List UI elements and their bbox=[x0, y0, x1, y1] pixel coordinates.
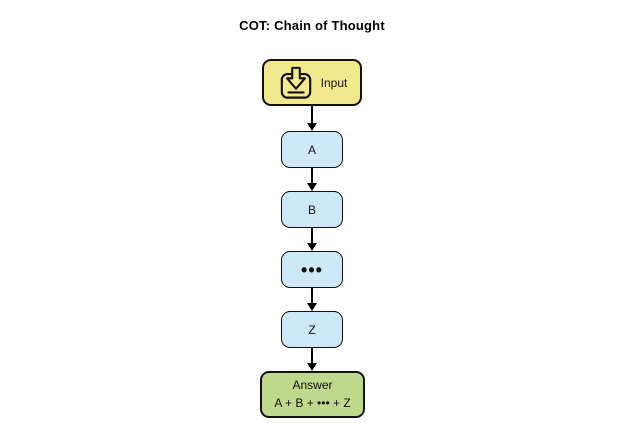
step-label-a: A bbox=[307, 142, 316, 157]
arrow-shaft bbox=[311, 228, 313, 245]
arrow-shaft bbox=[311, 348, 313, 365]
ellipsis-label: ••• bbox=[301, 259, 323, 280]
step-label-z: Z bbox=[308, 322, 316, 337]
arrow-head bbox=[307, 243, 317, 251]
arrow-shaft bbox=[311, 288, 313, 305]
arrow-head bbox=[307, 363, 317, 371]
arrow-shaft bbox=[311, 106, 313, 125]
arrow-head bbox=[307, 183, 317, 191]
arrow-head bbox=[307, 123, 317, 131]
answer-node: Answer A + B + ••• + Z bbox=[260, 371, 365, 418]
step-node-z: Z bbox=[281, 311, 343, 348]
answer-formula: A + B + ••• + Z bbox=[274, 395, 351, 410]
step-label-b: B bbox=[307, 202, 316, 217]
flow-arrow-ellipsis-z bbox=[306, 288, 318, 311]
download-icon bbox=[279, 66, 313, 100]
step-node-ellipsis: ••• bbox=[281, 251, 343, 288]
flow-arrow-a-b bbox=[306, 168, 318, 191]
answer-title: Answer bbox=[292, 378, 333, 393]
input-node: Input bbox=[262, 59, 362, 106]
flow-arrow-z-answer bbox=[306, 348, 318, 371]
step-node-b: B bbox=[281, 191, 343, 228]
flow-arrow-input-a bbox=[306, 106, 318, 131]
arrow-shaft bbox=[311, 168, 313, 185]
step-node-a: A bbox=[281, 131, 343, 168]
diagram-title: COT: Chain of Thought bbox=[239, 18, 385, 33]
arrow-head bbox=[307, 303, 317, 311]
flow-arrow-b-ellipsis bbox=[306, 228, 318, 251]
input-label: Input bbox=[320, 75, 348, 90]
